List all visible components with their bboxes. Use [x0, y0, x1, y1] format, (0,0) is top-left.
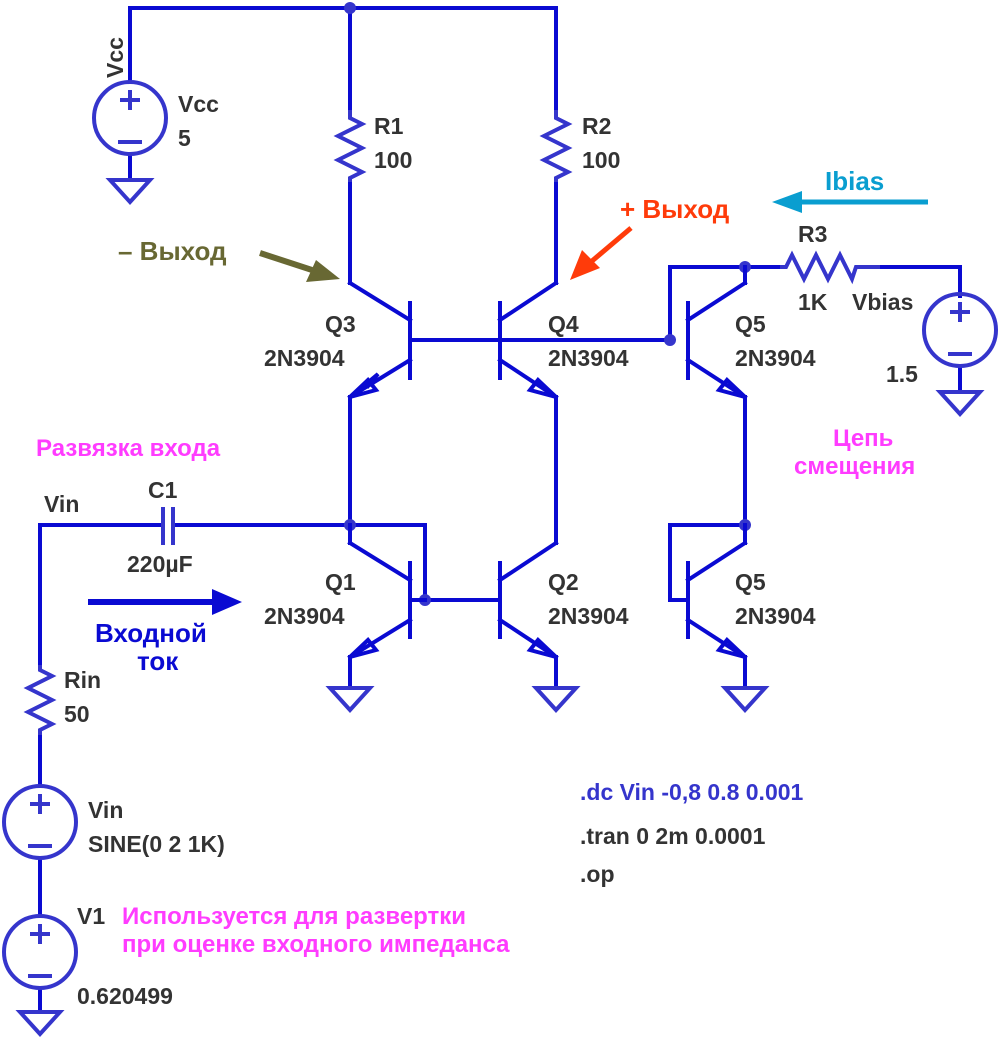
q1-transistor-symbol[interactable]	[347, 523, 427, 660]
v1-note-line1: Используется для развертки	[122, 903, 466, 930]
ibias-annotation: Ibias	[825, 166, 884, 196]
ibias-arrow-icon	[772, 191, 928, 213]
v1-value-label: 0.620499	[77, 983, 173, 1009]
q2-name-label: Q2	[548, 569, 579, 595]
op-directive[interactable]: .op	[580, 861, 615, 887]
junction-dot	[664, 334, 676, 346]
vin-net-label: Vin	[44, 491, 79, 517]
v1-name-label: V1	[77, 903, 105, 929]
vin-source-symbol[interactable]	[2, 784, 78, 860]
q3-name-label: Q3	[325, 311, 356, 337]
v1-note-line2: при оценке входного импеданса	[122, 931, 510, 958]
neg-output-annotation: – Выход	[118, 236, 227, 266]
ground-icon	[531, 686, 581, 713]
q2-model-label: 2N3904	[548, 603, 629, 629]
q5-top-name-label: Q5	[735, 311, 766, 337]
emitter-arrow-icon	[715, 377, 747, 399]
r2-resistor-symbol[interactable]	[539, 110, 573, 182]
q3-transistor-symbol[interactable]	[347, 280, 413, 400]
rin-resistor-symbol[interactable]	[23, 665, 57, 735]
q5-top-model-label: 2N3904	[735, 345, 816, 371]
input-current-arrow-icon	[88, 589, 242, 615]
input-current-annotation-line1: Входной	[95, 618, 207, 648]
tran-directive[interactable]: .tran 0 2m 0.0001	[580, 823, 766, 849]
wire-r3-right	[878, 265, 962, 298]
vcc-value-label: 5	[178, 125, 191, 151]
junction-dot	[344, 2, 356, 14]
r3-resistor-symbol[interactable]	[780, 250, 880, 285]
q5-bottom-transistor-symbol[interactable]	[685, 523, 748, 660]
plus-icon	[120, 90, 140, 110]
q5-bottom-name-label: Q5	[735, 569, 766, 595]
wires	[38, 6, 962, 1014]
rin-value-label: 50	[64, 701, 90, 727]
q1-model-label: 2N3904	[264, 603, 345, 629]
bias-circuit-annotation-line1: Цепь	[833, 425, 893, 452]
ground-icon	[15, 1010, 65, 1037]
q5-top-transistor-symbol[interactable]	[685, 265, 748, 400]
wire-q5b-diode	[668, 523, 747, 602]
plus-icon	[950, 302, 970, 322]
q3-model-label: 2N3904	[264, 345, 345, 371]
ground-icon	[720, 686, 770, 713]
c1-name-label: C1	[148, 477, 178, 503]
pos-output-annotation: + Выход	[620, 194, 730, 224]
bias-circuit-annotation-line2: смещения	[794, 453, 915, 480]
neg-output-arrow-icon	[259, 250, 340, 282]
emitter-arrow-icon	[526, 637, 558, 659]
vcc-net-label: Vcc	[102, 37, 128, 78]
r3-name-label: R3	[798, 221, 827, 247]
vin-value-label: SINE(0 2 1K)	[88, 831, 225, 857]
ground-icon	[935, 390, 985, 417]
r2-value-label: 100	[582, 147, 620, 173]
r1-name-label: R1	[374, 113, 404, 139]
vbias-name-label: Vbias	[852, 289, 913, 315]
input-decoupling-annotation: Развязка входа	[36, 435, 221, 462]
emitter-arrow-icon	[526, 377, 558, 399]
vin-name-label: Vin	[88, 797, 123, 823]
vbias-source-symbol[interactable]	[922, 292, 998, 368]
pos-output-arrow-icon	[570, 226, 633, 280]
emitter-arrow-icon	[715, 637, 747, 659]
vcc-name-label: Vcc	[178, 91, 219, 117]
ground-icon	[105, 178, 155, 205]
input-current-annotation-line2: ток	[137, 646, 179, 676]
wire-q5-diode	[668, 265, 747, 342]
vcc-source-symbol[interactable]	[92, 80, 168, 156]
q5-bottom-model-label: 2N3904	[735, 603, 816, 629]
r1-resistor-symbol[interactable]	[333, 110, 367, 182]
v1-source-symbol[interactable]	[2, 914, 78, 990]
vbias-value-label: 1.5	[886, 361, 918, 387]
emitter-arrow-icon	[348, 377, 380, 399]
wire-q1-diode	[348, 523, 427, 602]
dc-directive[interactable]: .dc Vin -0,8 0.8 0.001	[580, 779, 804, 805]
r1-value-label: 100	[374, 147, 412, 173]
c1-value-label: 220µF	[127, 551, 193, 577]
q4-name-label: Q4	[548, 311, 579, 337]
plus-icon	[30, 924, 50, 944]
emitter-arrow-icon	[348, 637, 380, 659]
r3-value-label: 1K	[798, 289, 828, 315]
r2-name-label: R2	[582, 113, 611, 139]
c1-capacitor-symbol[interactable]	[161, 507, 175, 545]
rin-name-label: Rin	[64, 667, 101, 693]
q2-transistor-symbol[interactable]	[497, 540, 559, 660]
plus-icon	[30, 794, 50, 814]
q1-name-label: Q1	[325, 569, 356, 595]
emitter-arrows	[348, 377, 747, 659]
ground-icon	[325, 686, 375, 713]
q4-model-label: 2N3904	[548, 345, 629, 371]
